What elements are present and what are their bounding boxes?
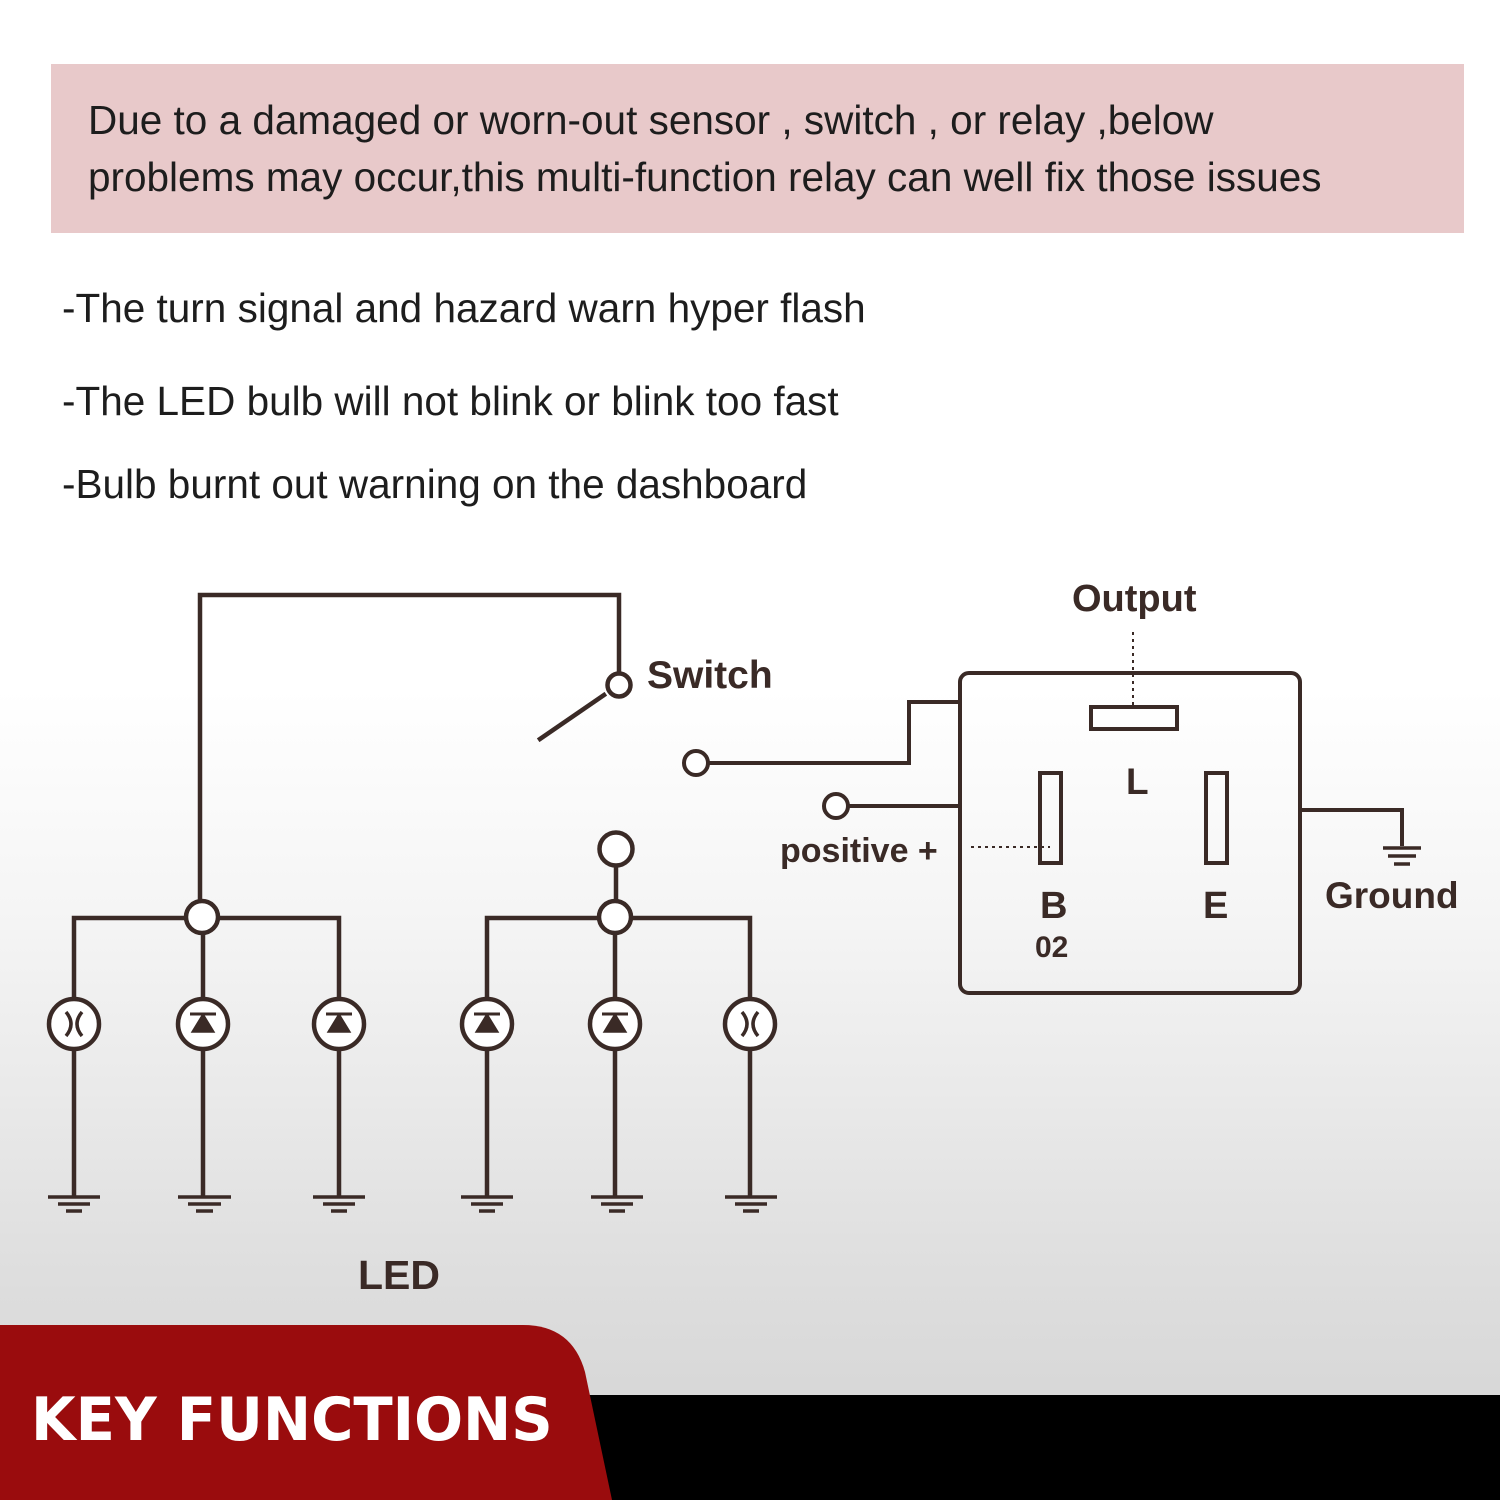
intro-text: Due to a damaged or worn-out sensor , sw… [88,97,1322,200]
footer-title: KEY FUNCTIONS [31,1385,553,1455]
led-label: LED [358,1252,440,1298]
ground-label: Ground [1325,875,1459,916]
positive-label: positive + [780,832,938,870]
switch-label: Switch [647,654,773,697]
terminal-b-label: B [1040,885,1067,927]
led-icon [587,996,643,1052]
intro-box: Due to a damaged or worn-out sensor , sw… [51,64,1464,233]
ground-icon [1383,846,1421,866]
ground-wire [1300,808,1404,846]
ground-icon [48,1195,100,1213]
right-bus [484,915,753,1003]
terminal-e-label: E [1203,885,1228,927]
led-icon [175,996,231,1052]
led-icon [311,996,367,1052]
terminal-l-label: L [1126,761,1149,802]
problem-item: -The turn signal and hazard warn hyper f… [62,285,866,331]
feed-wire [197,592,622,903]
switch-lever [536,691,608,743]
output-terminal [682,749,710,777]
switch-terminal [605,671,633,699]
led-icon [459,996,515,1052]
problem-item: -Bulb burnt out warning on the dashboard [62,461,808,507]
lamp-icon [46,996,102,1052]
problem-item: -The LED bulb will not blink or blink to… [62,378,839,424]
ground-icon [591,1195,643,1213]
left-bus [71,915,342,1003]
ground-icon [313,1195,365,1213]
output-label: Output [1072,578,1197,620]
right-junction [596,898,634,936]
right-top-terminal [597,830,635,868]
terminal-b-number: 02 [1035,931,1068,964]
output-wire [708,700,960,765]
ground-icon [178,1195,231,1213]
positive-terminal [822,792,850,820]
terminal-e-pin [1204,771,1229,865]
ground-icon [725,1195,777,1213]
terminal-b-pin [1038,771,1063,865]
ground-icon [461,1195,513,1213]
left-junction [183,898,221,936]
relay-box [958,671,1302,995]
lamp-icon [722,996,778,1052]
terminal-l-pin [1089,705,1179,731]
